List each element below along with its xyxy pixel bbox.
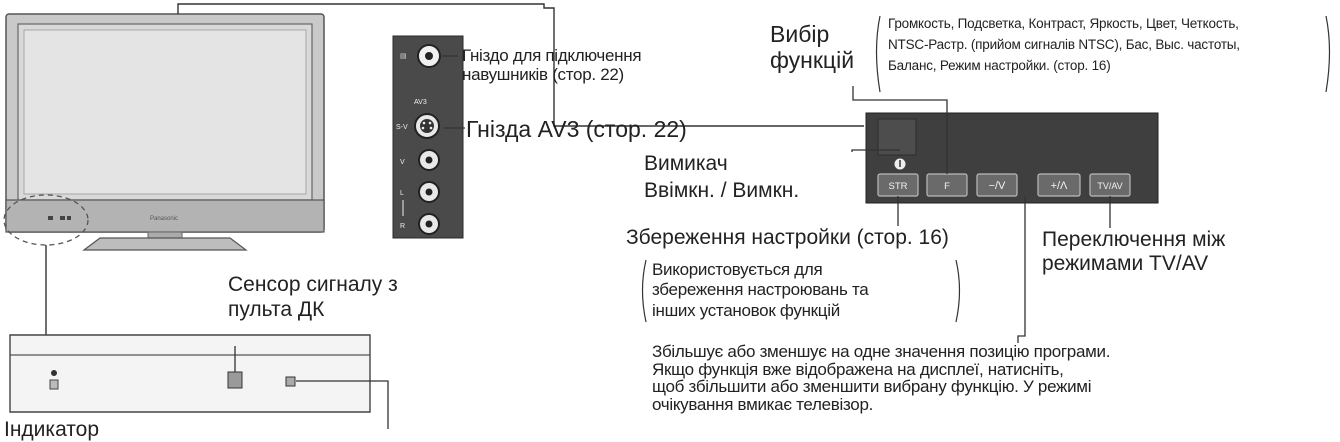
function-select-label: Вибір функцій bbox=[770, 21, 855, 73]
s-v-label: S-V bbox=[396, 124, 408, 131]
svg-text:▤: ▤ bbox=[400, 53, 407, 60]
zoom-circle bbox=[3, 194, 89, 246]
side-jack-panel: ▤ AV3 S-V V L R bbox=[392, 35, 464, 239]
function-list: Громкость, Подсветка, Контраст, Яркость,… bbox=[888, 16, 1240, 73]
plus-a-button[interactable] bbox=[1037, 173, 1081, 197]
r-label: R bbox=[400, 223, 405, 230]
tv-illustration: Panasonic bbox=[3, 13, 325, 251]
control-panel: STR F −/V +/Λ TV/AV bbox=[865, 112, 1159, 204]
str-button-label: STR bbox=[889, 181, 908, 192]
power-switch-label: Вимикач Ввімкн. / Вимкн. bbox=[644, 152, 800, 203]
remote-sensor-window bbox=[227, 371, 243, 389]
v-label: V bbox=[400, 159, 405, 166]
remote-sensor-label: Сенсор сигналу з пульта ДК bbox=[228, 273, 398, 322]
tv-av-switch-label: Переключення між режимами TV/AV bbox=[1042, 228, 1226, 276]
tv-controls-diagram: Panasonic ▤ AV3 S-V V L R bbox=[3, 3, 1331, 429]
tv-brand-logo: Panasonic bbox=[150, 216, 178, 222]
av3-small-label: AV3 bbox=[414, 99, 427, 106]
front-panel-detail bbox=[9, 334, 371, 413]
f-button-label: F bbox=[944, 181, 950, 192]
store-setting-label: Збереження настройки (стор. 16) bbox=[626, 226, 949, 249]
store-description: Використовується для збереження настроюв… bbox=[652, 260, 869, 320]
plus-a-button-label: +/Λ bbox=[1051, 180, 1068, 192]
l-label: L bbox=[400, 190, 404, 197]
tv-av-button-label: TV/AV bbox=[1097, 181, 1122, 191]
av3-jacks-label: Гнізда AV3 (стор. 22) bbox=[466, 116, 687, 142]
minus-v-button[interactable] bbox=[976, 173, 1018, 197]
volume-description: Збільшує або зменшує на одне значення по… bbox=[652, 342, 1111, 415]
indicator-label: Індикатор bbox=[4, 418, 100, 441]
minus-v-button-label: −/V bbox=[989, 180, 1006, 192]
headphone-jack-label: Гніздо для підключення навушників (стор.… bbox=[462, 46, 642, 85]
